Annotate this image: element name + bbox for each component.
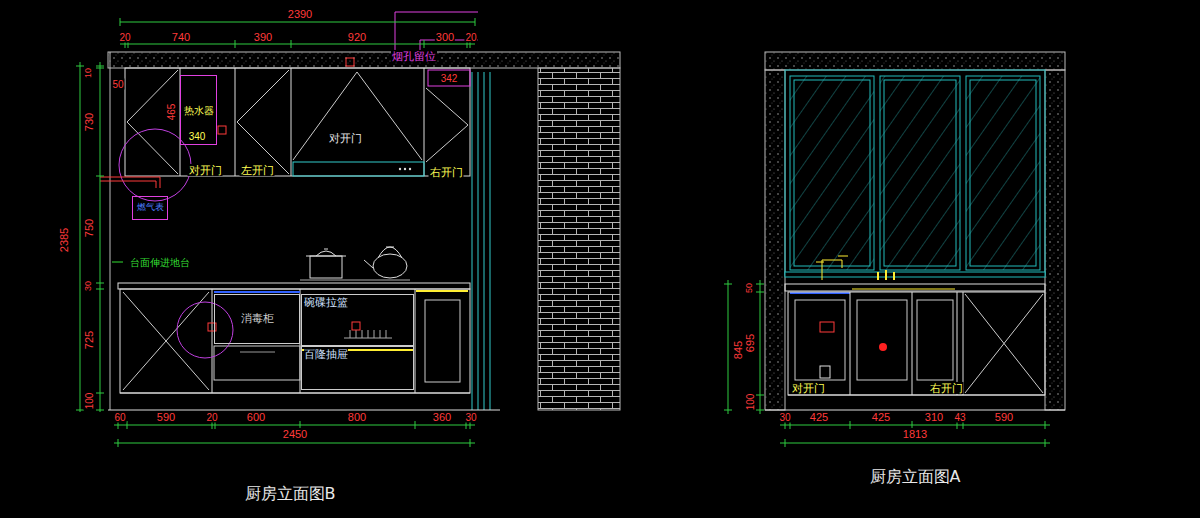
- cabinet-box: 百隆抽屉: [301, 346, 414, 390]
- dimension-value: 730: [83, 112, 95, 132]
- dimension-value: 20: [118, 32, 131, 43]
- dimension-value: 600: [246, 411, 266, 423]
- dimension-value: 725: [83, 330, 95, 350]
- dimension-value: 50: [111, 79, 124, 90]
- part-label: 百隆抽屉: [304, 349, 348, 361]
- dimension-value: 425: [871, 411, 891, 423]
- dimension-value: 425: [809, 411, 829, 423]
- dimension-value: 43: [953, 412, 966, 423]
- dimension-value: 100: [84, 392, 95, 411]
- cabinet-box: 消毒柜: [214, 294, 300, 344]
- dimension-value: 740: [171, 31, 191, 43]
- annotation-note: 台面伸进地台: [129, 257, 191, 268]
- door-label: 左开门: [240, 164, 275, 176]
- dimension-value: 30: [778, 412, 791, 423]
- dimension-value: 20: [205, 412, 218, 423]
- dimension-value: 100: [745, 393, 756, 412]
- dimension-value: 310: [924, 411, 944, 423]
- dimension-value: 20: [464, 32, 477, 43]
- dimension-value: 800: [347, 411, 367, 423]
- dimension-value: 390: [253, 31, 273, 43]
- dimension-value: 10: [84, 67, 94, 79]
- dimension-value: 1813: [902, 428, 928, 440]
- dimension-value: 465: [166, 103, 177, 122]
- dimension-value: 30: [464, 412, 477, 423]
- dimension-value: 2450: [282, 428, 308, 440]
- dimension-value: 695: [744, 333, 756, 353]
- dimension-value: 920: [347, 31, 367, 43]
- part-label: 燃气表: [137, 203, 164, 213]
- dimension-value: 60: [113, 412, 126, 423]
- dimension-value: 2385: [58, 227, 70, 253]
- dimension-value: 50: [745, 282, 755, 294]
- dimension-value: 300: [435, 31, 455, 43]
- part-label: 碗碟拉篮: [304, 297, 348, 309]
- door-label: 右开门: [429, 166, 464, 178]
- door-label: 对开门: [188, 164, 223, 176]
- cabinet-box: 燃气表: [132, 196, 168, 220]
- dimension-value: 360: [432, 411, 452, 423]
- annotation-note: 烟孔留位: [391, 50, 437, 62]
- dimension-value: 342: [440, 73, 459, 84]
- door-label: 对开门: [791, 382, 826, 394]
- door-label: 对开门: [328, 132, 363, 144]
- dimension-value: 590: [994, 411, 1014, 423]
- dimension-value: 2390: [287, 8, 313, 20]
- door-label: 右开门: [929, 382, 964, 394]
- drawing-caption: 厨房立面图B: [244, 485, 337, 503]
- drawing-caption: 厨房立面图A: [869, 468, 962, 486]
- cabinet-box: 碗碟拉篮: [301, 294, 414, 346]
- dimension-value: 30: [84, 280, 94, 292]
- dimension-value: 750: [83, 218, 95, 238]
- dimension-value: 845: [732, 340, 744, 360]
- part-label: 消毒柜: [241, 313, 274, 325]
- part-label: 热水器: [184, 105, 214, 116]
- dimension-value: 590: [156, 411, 176, 423]
- dimension-value: 340: [188, 131, 207, 142]
